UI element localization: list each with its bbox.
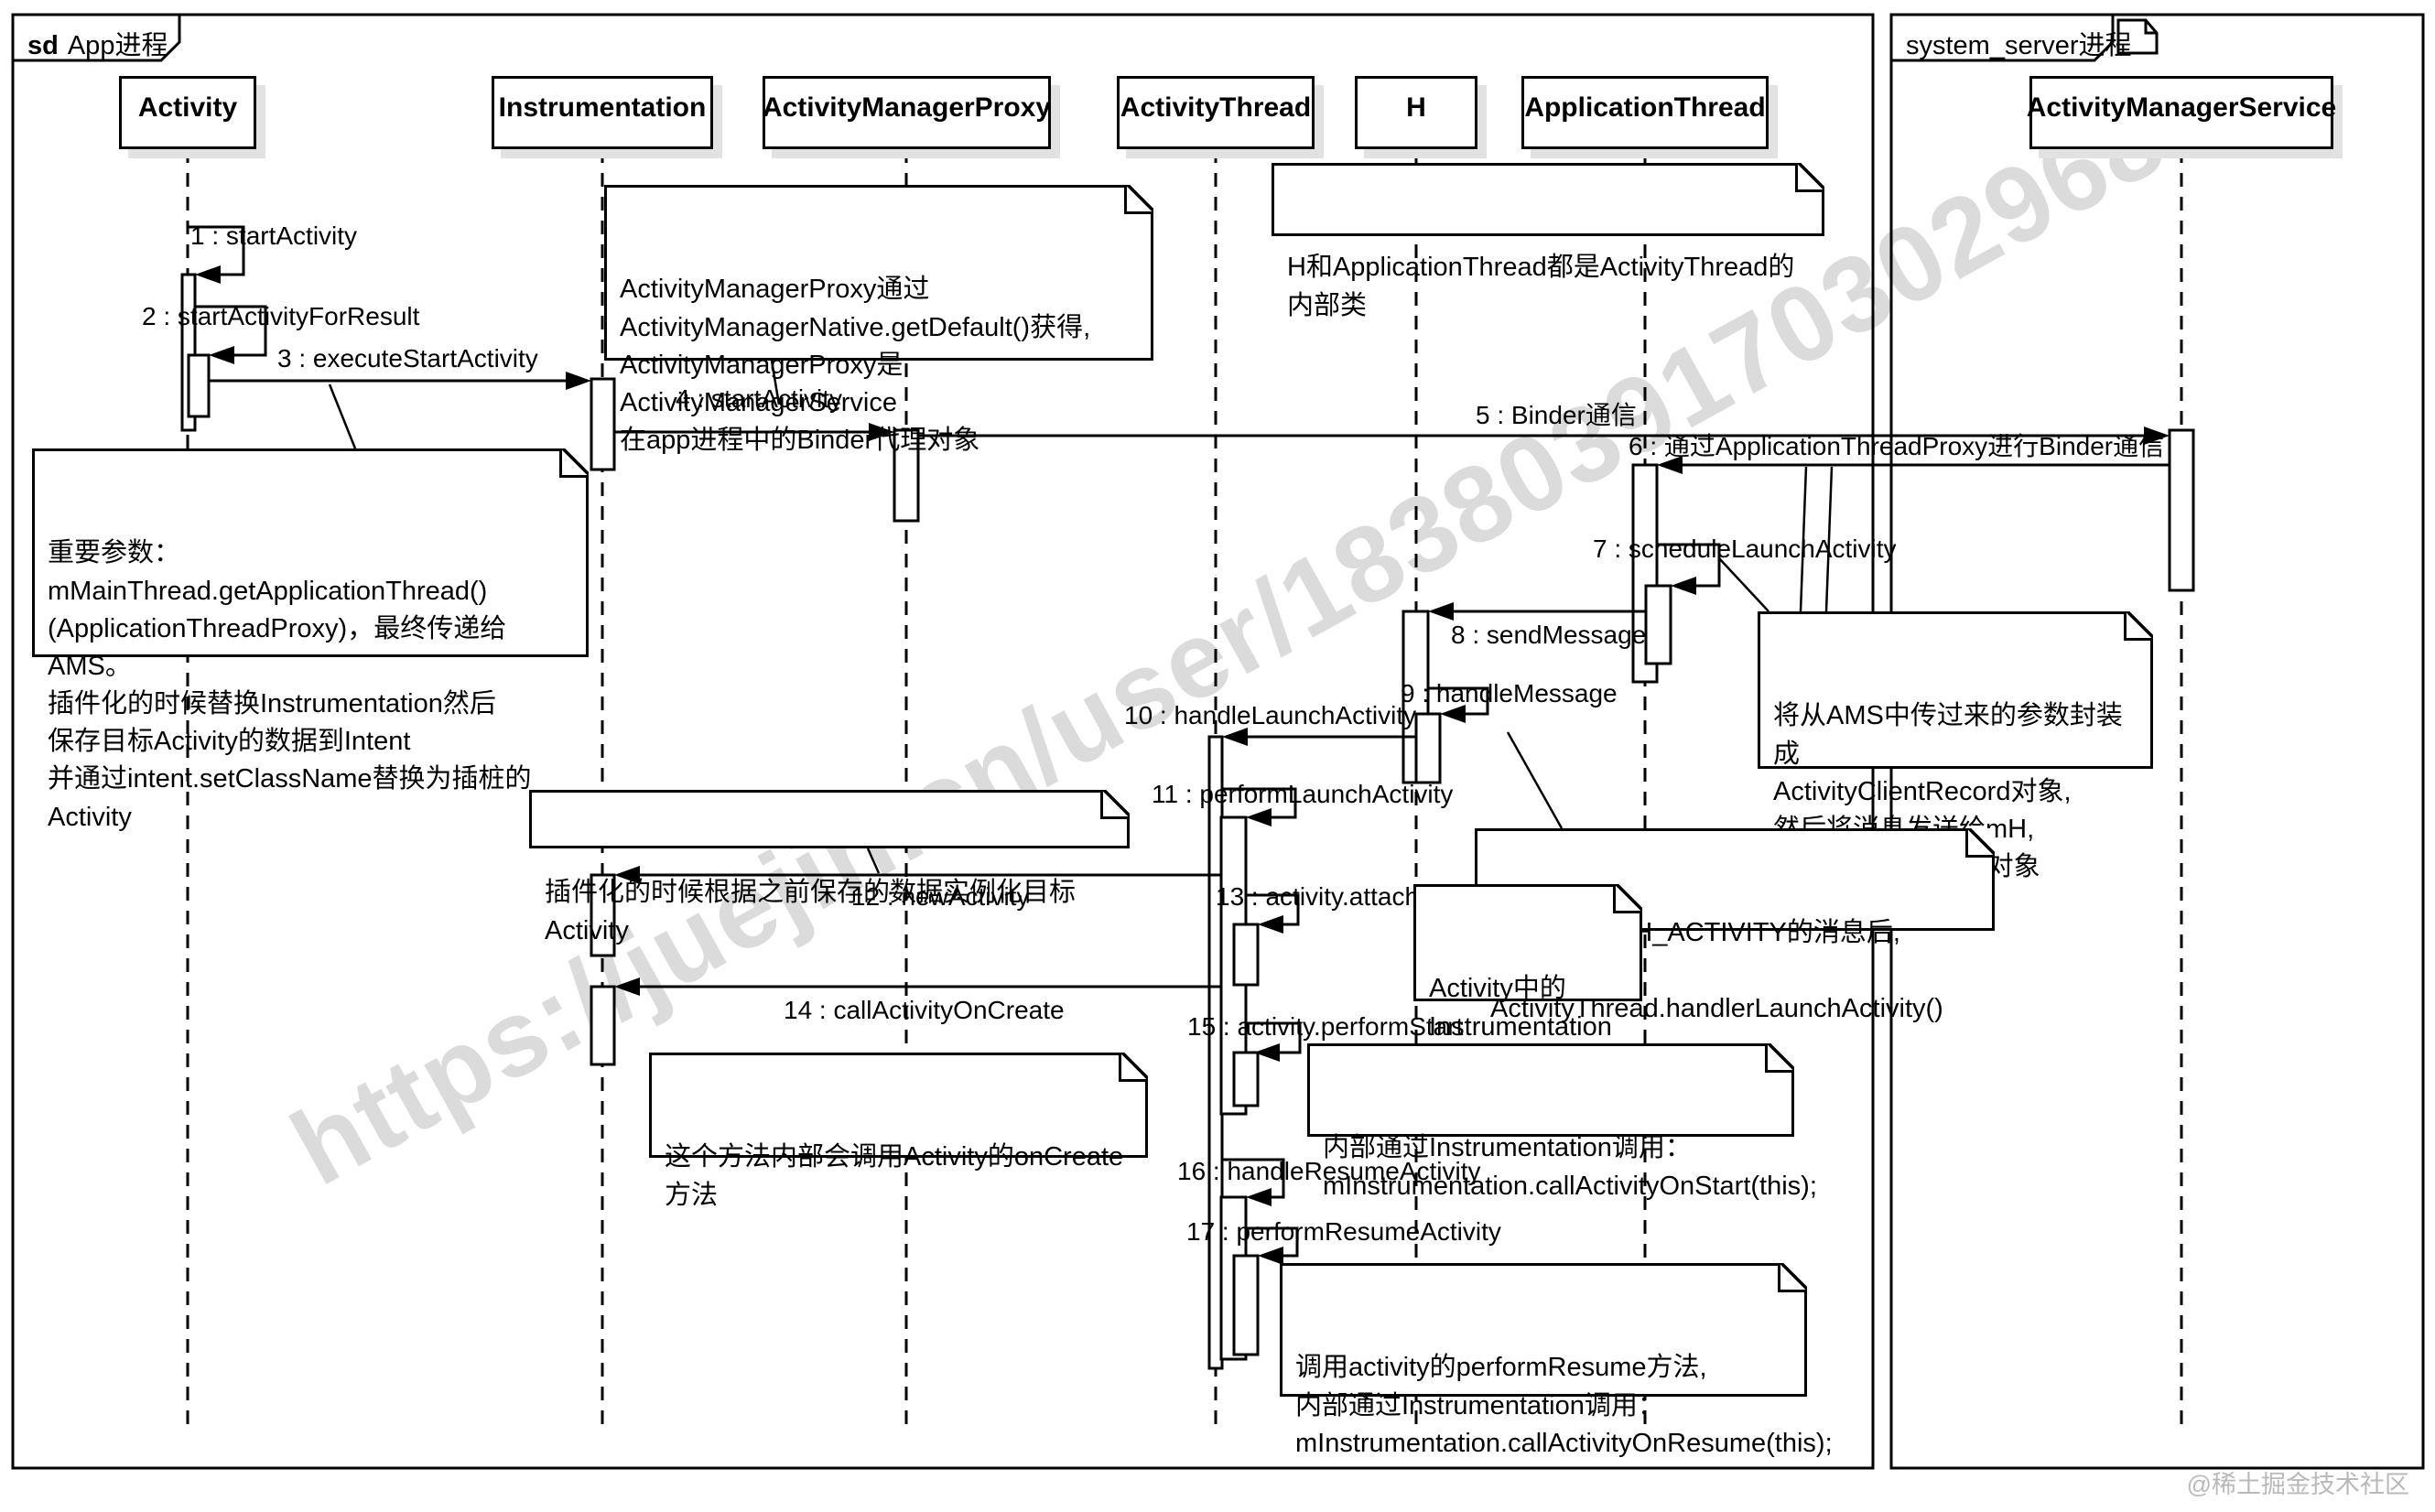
frame-label-tabs <box>11 13 2159 62</box>
note-important-params: 重要参数：mMainThread.getApplicationThread() … <box>32 448 589 832</box>
message-label-2: 2 : startActivityForResult <box>142 302 420 330</box>
note-connectors <box>328 360 1834 874</box>
lifeline-head-instrumentation: Instrumentation <box>492 76 713 149</box>
note-fold-icon <box>2124 611 2153 641</box>
note-text: 这个方法内部会调用Activity的onCreate方法 <box>665 1142 1124 1210</box>
message-label-9: 9 : handleMessage <box>1401 679 1618 707</box>
note-text: 插件化的时候根据之前保存的数据实例化目标Activity <box>545 878 1077 945</box>
lifeline-head-h: H <box>1355 76 1477 149</box>
note-fold-icon <box>1778 1263 1807 1292</box>
message-arrows <box>189 225 2170 1258</box>
note-activitymanagerproxy: ActivityManagerProxy通过 ActivityManagerNa… <box>604 185 1153 455</box>
watermark-credit: @稀土掘金技术社区 <box>2186 1471 2409 1498</box>
message-label-15: 15 : activity.performStart <box>1187 1012 1464 1041</box>
message-label-4: 4 : startActivity <box>676 384 842 414</box>
message-label-3: 3 : executeStartActivity <box>277 344 538 373</box>
message-label-17: 17 : performResumeActivity <box>1186 1217 1501 1246</box>
message-label-16: 16 : handleResumeActivity <box>1177 1157 1481 1185</box>
message-label-13: 13 : activity.attach <box>1216 882 1420 911</box>
lifeline-head-activitythread: ActivityThread <box>1117 76 1315 149</box>
message-label-8: 8 : sendMessage <box>1451 621 1647 649</box>
arrow-heads <box>195 265 2170 1265</box>
frame-label-system-server: system_server进程 <box>1906 31 2132 60</box>
note-fold-icon <box>1119 1053 1148 1082</box>
lifeline-head-applicationthread: ApplicationThread <box>1521 76 1769 149</box>
lifeline-head-activitymanagerproxy: ActivityManagerProxy <box>763 76 1051 149</box>
message-label-5: 5 : Binder通信 <box>1476 401 1637 429</box>
note-activityclientrecord: 将从AMS中传过来的参数封装成 ActivityClientRecord对象, … <box>1758 611 2153 881</box>
note-text: H和ApplicationThread都是ActivityThread的内部类 <box>1287 253 1795 320</box>
note-onresume: 调用activity的performResume方法, 内部通过Instrume… <box>1280 1263 1833 1458</box>
message-label-7: 7 : scheduleLaunchActivity <box>1593 535 1897 563</box>
note-text: 调用activity的performResume方法, 内部通过Instrume… <box>1295 1353 1833 1458</box>
note-fold-icon <box>2116 18 2159 55</box>
message-label-11: 11 : performLaunchActivity <box>1152 780 1454 808</box>
message-label-12: 12 : newActivity <box>851 882 1030 912</box>
note-fold-icon <box>1765 1043 1794 1073</box>
message-label-1: 1 : startActivity <box>190 221 358 250</box>
note-text: 内部通过Instrumentation调用： mInstrumentation.… <box>1323 1133 1817 1201</box>
note-fold-icon <box>1965 828 1995 858</box>
frame-label-app: sd App进程 <box>27 24 168 62</box>
note-oncreate: 这个方法内部会调用Activity的onCreate方法 <box>649 1053 1148 1210</box>
note-onstart: 内部通过Instrumentation调用： mInstrumentation.… <box>1307 1043 1817 1201</box>
note-fold-icon <box>1795 163 1824 192</box>
lifeline-head-activitymanagerservice: ActivityManagerService <box>2027 76 2336 149</box>
note-h-applicationthread: H和ApplicationThread都是ActivityThread的内部类 <box>1272 163 1824 320</box>
frame-keyword: sd <box>27 31 59 60</box>
lifeline-head-activity: Activity <box>119 76 256 149</box>
note-text: ActivityManagerProxy通过 ActivityManagerNa… <box>620 275 1091 456</box>
note-fold-icon <box>1124 185 1153 214</box>
message-label-6: 6 : 通过ApplicationThreadProxy进行Binder通信 <box>1629 432 2165 460</box>
note-plugin-instantiate: 插件化的时候根据之前保存的数据实例化目标Activity <box>529 790 1130 945</box>
frame-title: App进程 <box>67 31 168 60</box>
note-fold-icon <box>1613 884 1642 913</box>
message-label-14: 14 : callActivityOnCreate <box>784 996 1065 1024</box>
note-attach-instrumentation: Activity中的 Instrumentation 在这里被传递进去 <box>1413 884 1642 1117</box>
note-text: 重要参数：mMainThread.getApplicationThread() … <box>48 538 532 832</box>
note-fold-icon <box>1100 790 1130 819</box>
note-fold-icon <box>559 448 589 478</box>
message-label-10: 10 : handleLaunchActivity <box>1124 701 1417 729</box>
activation-bars <box>180 273 2195 1370</box>
